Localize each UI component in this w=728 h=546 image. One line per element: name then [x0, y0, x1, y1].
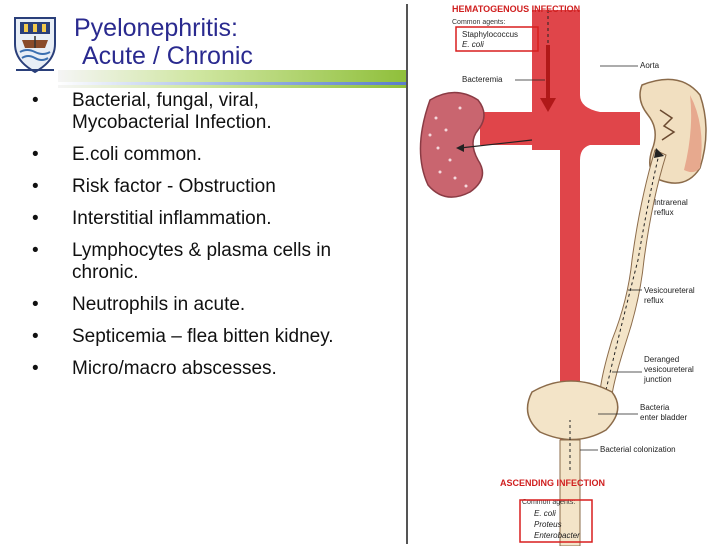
common-agents-top-label: Common agents:: [452, 19, 505, 26]
svg-text:E. coli: E. coli: [462, 40, 484, 49]
bullet-dot-icon: •: [32, 90, 39, 111]
svg-text:E. coli: E. coli: [534, 509, 556, 518]
common-agents-bottom-label: Common agents:: [522, 499, 575, 506]
university-crest-logo: [12, 14, 58, 74]
bullet-list: •Bacterial, fungal, viral, Mycobacterial…: [26, 90, 366, 390]
svg-text:Bacteria: Bacteria: [640, 403, 670, 412]
svg-text:Bacterial colonization: Bacterial colonization: [600, 445, 676, 454]
bullet-item: •Septicemia – flea bitten kidney.: [32, 326, 334, 347]
agents-top-box: [455, 26, 539, 52]
svg-text:vesicoureteral: vesicoureteral: [644, 365, 694, 374]
renal-artery-left: [480, 112, 532, 145]
svg-text:Bacteremia: Bacteremia: [462, 75, 503, 84]
bullet-item: •E.coli common.: [32, 144, 202, 165]
bullet-item: •Interstitial inflammation.: [32, 208, 272, 229]
bullet-item: •Bacterial, fungal, viral, Mycobacterial…: [32, 90, 272, 133]
aorta-shape: [532, 10, 640, 546]
svg-text:Deranged: Deranged: [644, 355, 679, 364]
bullet-dot-icon: •: [32, 358, 39, 379]
agents-bottom-box: [519, 499, 593, 543]
svg-text:reflux: reflux: [654, 208, 674, 217]
bullet-dot-icon: •: [32, 326, 39, 347]
svg-text:Vesicoureteral: Vesicoureteral: [644, 286, 695, 295]
title-line-2: Acute / Chronic: [82, 42, 253, 70]
bullet-dot-icon: •: [32, 144, 39, 165]
svg-text:Aorta: Aorta: [640, 61, 660, 70]
svg-text:reflux: reflux: [644, 296, 664, 305]
bullet-item: •Micro/macro abscesses.: [32, 358, 277, 379]
svg-text:enter bladder: enter bladder: [640, 413, 687, 422]
slide-title: Pyelonephritis: Acute / Chronic: [74, 14, 253, 70]
bullet-dot-icon: •: [32, 240, 39, 261]
heading-hematogenous: HEMATOGENOUS INFECTION: [452, 4, 580, 14]
title-line-1: Pyelonephritis:: [74, 14, 238, 42]
svg-text:Enterobacter: Enterobacter: [534, 531, 580, 540]
bullet-item: •Lymphocytes & plasma cells in chronic.: [32, 240, 332, 283]
svg-text:Intrarenal: Intrarenal: [654, 198, 688, 207]
title-underline-green: [58, 70, 408, 88]
title-underline-blue: [58, 82, 408, 85]
bullet-dot-icon: •: [32, 208, 39, 229]
svg-text:Proteus: Proteus: [534, 520, 562, 529]
heading-ascending: ASCENDING INFECTION: [500, 478, 605, 488]
bullet-dot-icon: •: [32, 294, 39, 315]
bullet-dot-icon: •: [32, 176, 39, 197]
bullet-item: •Neutrophils in acute.: [32, 294, 246, 315]
svg-text:Staphylococcus: Staphylococcus: [462, 30, 518, 39]
figure-divider: [406, 4, 408, 544]
svg-text:junction: junction: [643, 375, 672, 384]
left-kidney-spots: [428, 106, 468, 188]
bladder: [526, 380, 619, 441]
bullet-item: •Risk factor - Obstruction: [32, 176, 276, 197]
pyelonephritis-diagram: HEMATOGENOUS INFECTION Common agents: St…: [408, 0, 728, 546]
